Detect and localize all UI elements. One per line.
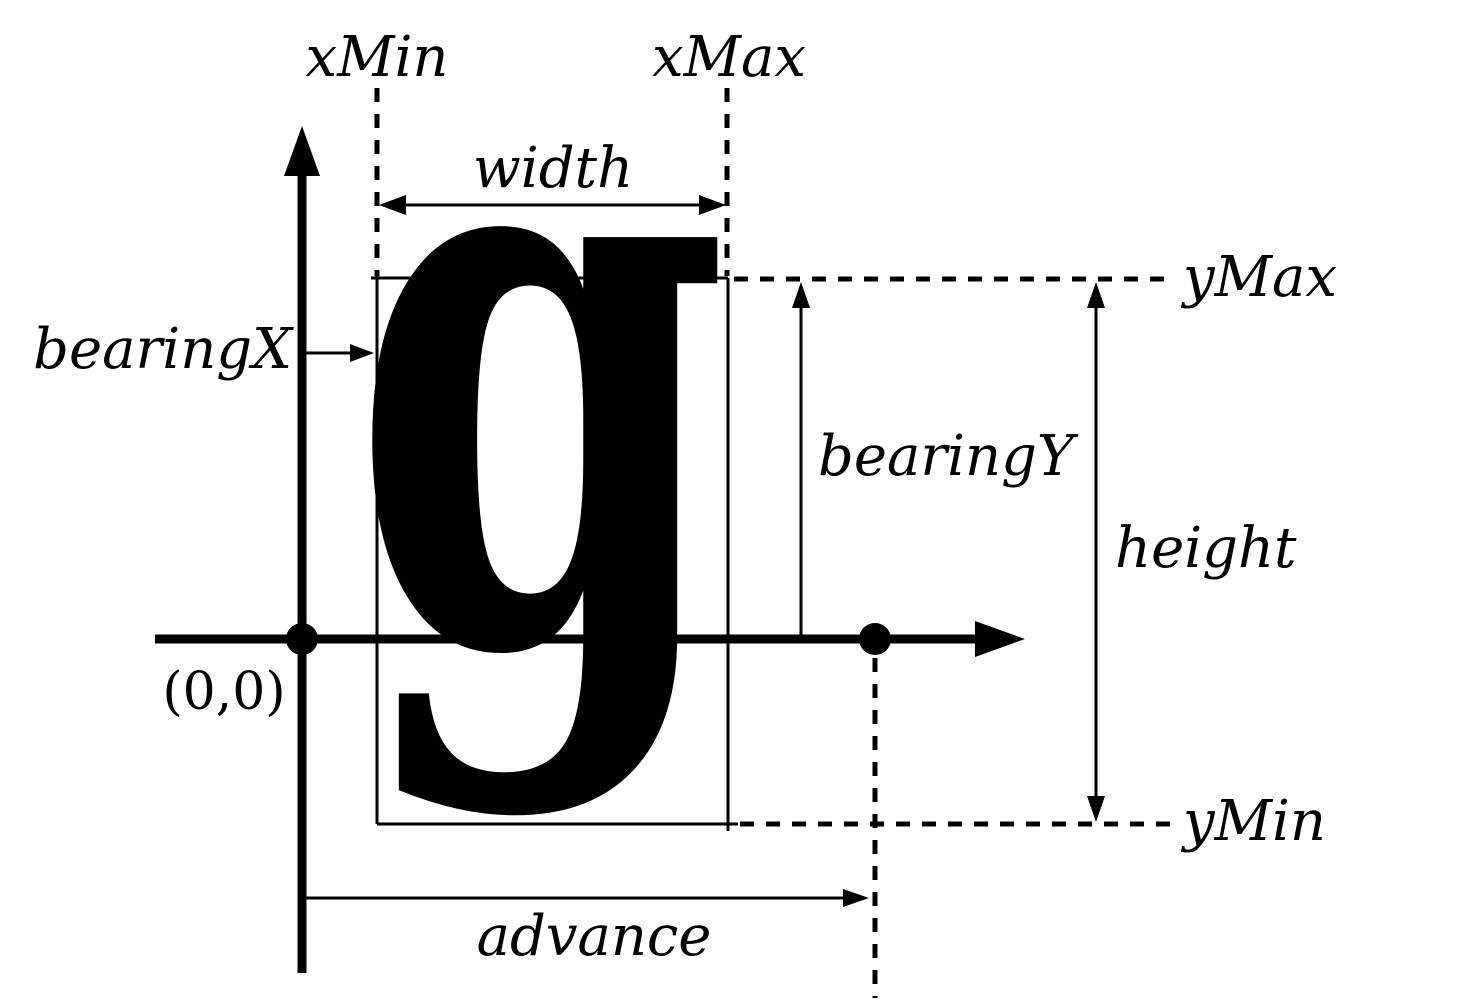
- ymax-label: yMax: [1183, 245, 1337, 310]
- xmax-label: xMax: [652, 25, 806, 90]
- height-label: height: [1115, 516, 1297, 581]
- height-arrowhead-top-icon: [1087, 282, 1105, 308]
- width-arrow: [379, 195, 726, 215]
- y-axis-arrowhead-icon: [284, 126, 320, 176]
- xmin-label: xMin: [305, 25, 449, 90]
- bearingy-arrowhead-icon: [792, 282, 810, 308]
- x-axis-arrowhead-icon: [975, 621, 1025, 657]
- width-label: width: [472, 136, 634, 201]
- bearingx-arrow: [306, 344, 374, 362]
- origin-label: (0,0): [162, 662, 286, 722]
- height-arrow: [1087, 282, 1105, 822]
- width-arrowhead-right-icon: [699, 195, 726, 215]
- bearingy-label: bearingY: [818, 424, 1074, 489]
- advance-point-dot: [859, 623, 891, 655]
- bearingx-label: bearingX: [33, 317, 292, 382]
- glyph-bounding-box: [371, 271, 738, 831]
- width-arrowhead-left-icon: [379, 195, 406, 215]
- glyph-g: g: [350, 0, 730, 826]
- ymin-label: yMin: [1183, 789, 1326, 854]
- bearingx-arrowhead-icon: [350, 344, 374, 362]
- y-axis: [284, 126, 320, 973]
- origin-point-dot: [286, 623, 318, 655]
- height-arrowhead-bottom-icon: [1087, 796, 1105, 822]
- bearingy-arrow: [792, 282, 810, 637]
- advance-arrow: [302, 889, 869, 907]
- advance-label: advance: [476, 904, 712, 969]
- advance-arrowhead-icon: [843, 889, 869, 907]
